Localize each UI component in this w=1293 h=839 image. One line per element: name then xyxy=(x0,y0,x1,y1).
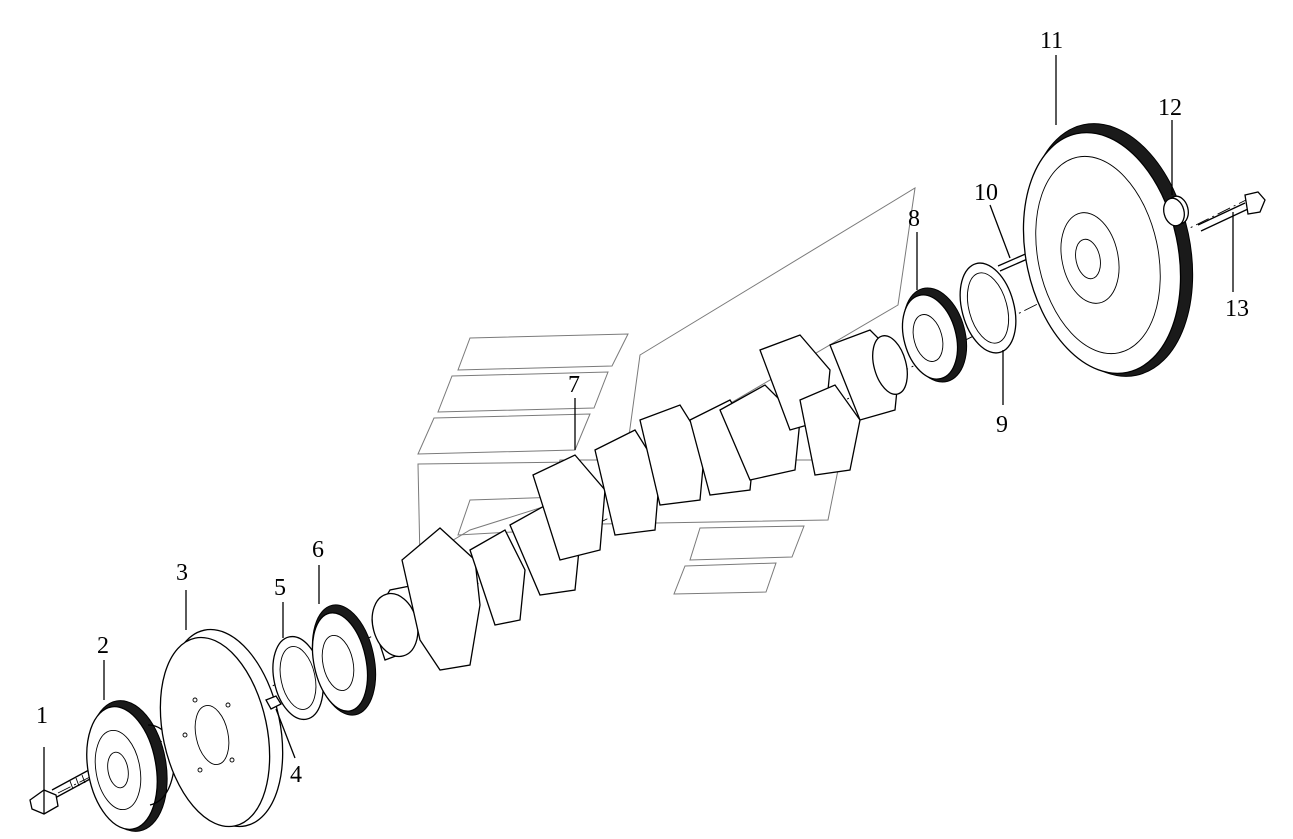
part-front-oil-seal xyxy=(272,602,324,721)
part-pulley xyxy=(86,660,176,832)
part-front-gear xyxy=(311,565,377,716)
watermark-logo xyxy=(417,187,916,595)
part-crankshaft xyxy=(371,329,908,671)
part-label-8: 8 xyxy=(908,206,920,232)
part-rear-oil-seal xyxy=(959,262,1017,405)
part-label-3: 3 xyxy=(176,560,188,586)
part-flywheel-bolt xyxy=(1197,191,1266,292)
part-flywheel xyxy=(1022,55,1194,377)
part-label-12: 12 xyxy=(1158,95,1182,121)
part-label-2: 2 xyxy=(97,633,109,659)
part-label-9: 9 xyxy=(996,412,1008,438)
part-screw xyxy=(265,695,296,759)
part-damper xyxy=(159,590,284,828)
part-bolt xyxy=(29,747,104,815)
part-label-10: 10 xyxy=(974,180,998,206)
part-rear-gear xyxy=(901,232,968,383)
part-bushing xyxy=(1163,120,1189,227)
part-label-7: 7 xyxy=(568,372,580,398)
part-label-5: 5 xyxy=(274,575,286,601)
part-label-4: 4 xyxy=(290,762,302,788)
part-label-1: 1 xyxy=(36,703,48,729)
part-label-13: 13 xyxy=(1225,296,1249,322)
part-label-6: 6 xyxy=(312,537,324,563)
part-label-11: 11 xyxy=(1040,28,1063,54)
